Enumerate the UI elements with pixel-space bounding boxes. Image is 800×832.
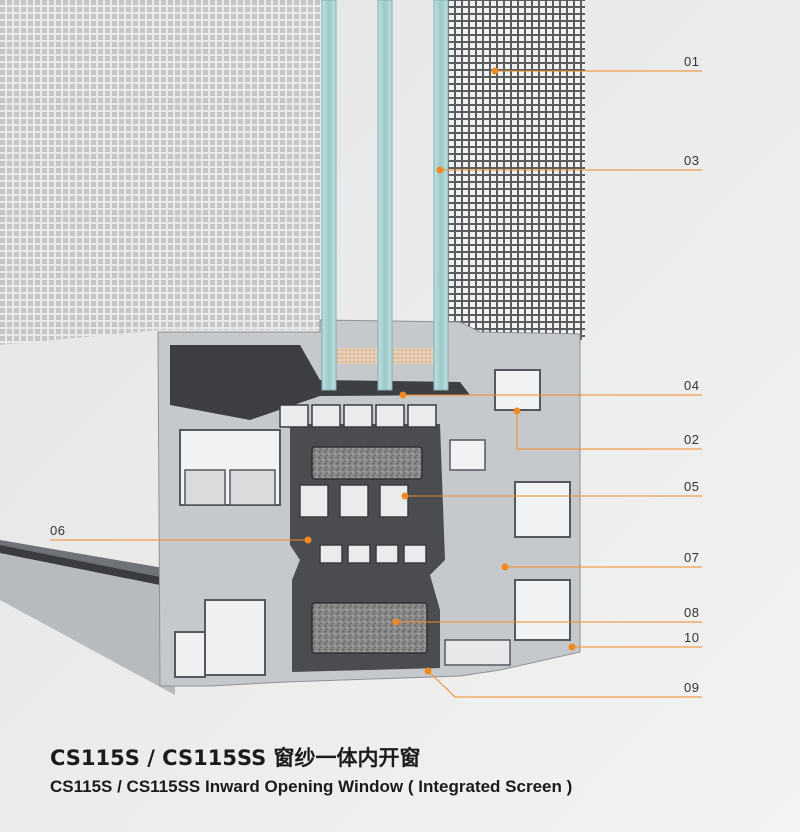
foam-block-upper (311, 446, 423, 480)
callout-label-04: 04 (684, 378, 700, 393)
callout-label-05: 05 (684, 479, 700, 494)
callout-label-01: 01 (684, 54, 700, 69)
glass-pane-2 (377, 0, 393, 391)
callout-leaders (50, 67, 702, 698)
glass-spacer-1 (337, 348, 377, 364)
foam-block-lower (311, 602, 428, 654)
callout-label-02: 02 (684, 432, 700, 447)
callout-label-06: 06 (50, 523, 66, 538)
callout-label-03: 03 (684, 153, 700, 168)
glass-spacer-2 (393, 348, 433, 364)
callout-label-09: 09 (684, 680, 700, 695)
glass-pane-1 (321, 0, 337, 391)
glass-pane-3 (433, 0, 449, 391)
screen-mesh-left (0, 0, 330, 345)
callout-label-08: 08 (684, 605, 700, 620)
product-title-chinese: CS115S / CS115SS 窗纱一体内开窗 (50, 746, 421, 770)
product-title-english: CS115S / CS115SS Inward Opening Window (… (50, 777, 573, 796)
callout-label-10: 10 (684, 630, 700, 645)
callout-label-07: 07 (684, 550, 700, 565)
